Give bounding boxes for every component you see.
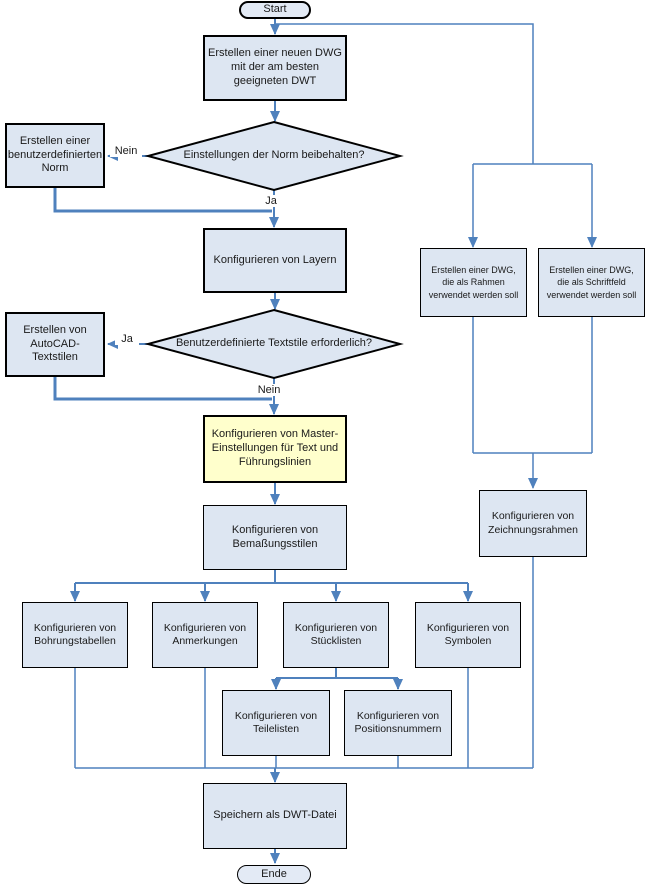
node-save-dwt: Speichern als DWT-Datei	[203, 783, 347, 849]
edge-label-ja-textstyles: Ja	[115, 333, 139, 346]
node-configure-zeichnungsrahmen: Konfigurieren von Zeichnungsrahmen	[479, 490, 587, 557]
node-configure-anmerkungen-label: Konfigurieren von Anmerkungen	[163, 621, 247, 647]
node-configure-symbole: Konfigurieren von Symbolen	[415, 602, 521, 668]
node-start-label: Start	[263, 3, 287, 16]
node-start: Start	[239, 1, 311, 19]
node-configure-dimensions: Konfigurieren von Bemaßungsstilen	[203, 505, 347, 570]
decision-textstyles-diamond-shape	[144, 308, 404, 380]
node-create-textstyles: Erstellen von AutoCAD-Textstilen	[5, 312, 105, 377]
decision-norm-label: Einstellungen der Norm beibehalten?	[183, 149, 365, 162]
node-configure-layers-label: Konfigurieren von Layern	[213, 253, 337, 266]
node-configure-positionsnummern-label: Konfigurieren von Positionsnummern	[354, 709, 442, 735]
node-create-dwg: Erstellen einer neuen DWG mit der am bes…	[203, 35, 347, 101]
node-configure-layers: Konfigurieren von Layern	[203, 228, 347, 293]
node-configure-teilelisten-label: Konfigurieren von Teilelisten	[234, 709, 318, 735]
edge-label-nein-norm: Nein	[110, 145, 142, 158]
node-configure-bohrungstabellen-label: Konfigurieren von Bohrungstabellen	[33, 621, 117, 647]
node-create-custom-norm: Erstellen einer benutzerdefinierten Norm	[5, 123, 105, 188]
edge-label-nein-textstyles: Nein	[252, 384, 286, 397]
node-configure-master: Konfigurieren von Master-Einstellungen f…	[203, 415, 347, 483]
node-create-dwg-label: Erstellen einer neuen DWG mit der am bes…	[208, 47, 342, 87]
node-save-dwt-label: Speichern als DWT-Datei	[213, 809, 337, 822]
node-configure-positionsnummern: Konfigurieren von Positionsnummern	[344, 690, 452, 756]
node-configure-stuecklisten-label: Konfigurieren von Stücklisten	[294, 621, 378, 647]
node-create-dwg-rahmen-label: Erstellen einer DWG, die als Rahmen verw…	[428, 265, 519, 300]
node-configure-bohrungstabellen: Konfigurieren von Bohrungstabellen	[22, 602, 128, 668]
decision-textstyles-label: Benutzerdefinierte Textstile erforderlic…	[175, 337, 373, 350]
edge-label-ja-norm: Ja	[260, 195, 282, 208]
node-configure-stuecklisten: Konfigurieren von Stücklisten	[283, 602, 389, 668]
node-configure-zeichnungsrahmen-label: Konfigurieren von Zeichnungsrahmen	[488, 510, 578, 536]
node-configure-dimensions-label: Konfigurieren von Bemaßungsstilen	[231, 523, 319, 550]
node-end: Ende	[237, 865, 311, 884]
node-create-dwg-schriftfeld: Erstellen einer DWG, die als Schriftfeld…	[538, 248, 645, 317]
node-configure-anmerkungen: Konfigurieren von Anmerkungen	[152, 602, 258, 668]
node-configure-teilelisten: Konfigurieren von Teilelisten	[222, 690, 330, 756]
node-configure-symbole-label: Konfigurieren von Symbolen	[426, 621, 510, 647]
decision-norm-diamond-shape	[144, 120, 404, 192]
node-end-label: Ende	[261, 867, 287, 880]
node-create-dwg-rahmen: Erstellen einer DWG, die als Rahmen verw…	[420, 248, 527, 317]
node-create-dwg-schriftfeld-label: Erstellen einer DWG, die als Schriftfeld…	[546, 265, 637, 300]
node-create-textstyles-label: Erstellen von AutoCAD-Textstilen	[23, 323, 87, 364]
node-create-custom-norm-label: Erstellen einer benutzerdefinierten Norm	[7, 134, 103, 175]
node-configure-master-label: Konfigurieren von Master-Einstellungen f…	[211, 428, 339, 468]
